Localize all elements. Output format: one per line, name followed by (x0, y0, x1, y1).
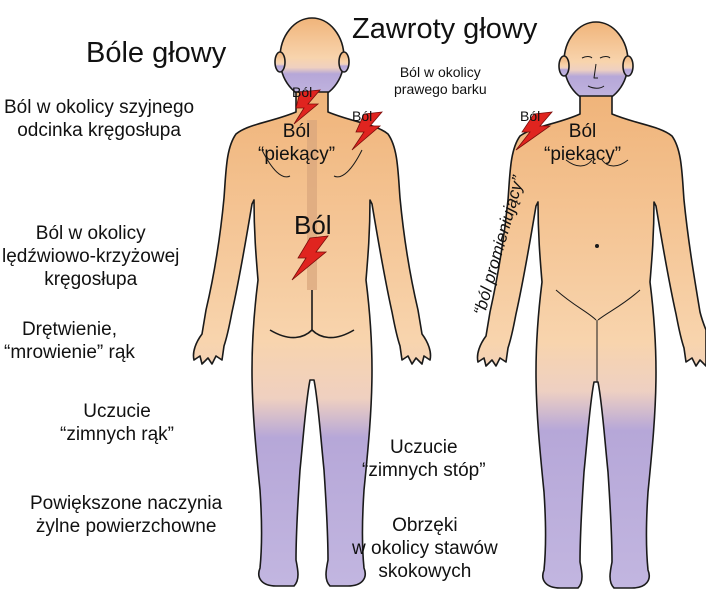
front-bol-shoulder: Ból (520, 108, 540, 125)
back-figure (193, 18, 430, 586)
front-body (477, 96, 706, 588)
front-head (564, 22, 628, 102)
back-bol-lower: Ból (294, 210, 332, 242)
label-zimne-rece: Uczucie “zimnych rąk” (60, 400, 174, 446)
front-figure (477, 22, 706, 588)
label-obrzeki: Obrzęki w okolicy stawów skokowych (352, 514, 498, 584)
label-zawroty-glowy: Zawroty głowy (352, 12, 537, 47)
back-bol-piekacy: Ból “piekący” (258, 120, 335, 166)
front-bol-piekacy: Ból “piekący” (544, 120, 621, 166)
label-bole-glowy: Bóle głowy (86, 36, 226, 71)
label-dretwienie: Drętwienie, “mrowienie” rąk (4, 318, 135, 364)
label-bol-szyjny: Ból w okolicy szyjnego odcinka kręgosłup… (4, 96, 194, 142)
back-bol-neck: Ból (292, 84, 312, 101)
label-bol-ledzwiowy: Ból w okolicy lędźwiowo-krzyżowej kręgos… (2, 222, 179, 292)
label-naczynia: Powiększone naczynia żylne powierzchowne (30, 492, 222, 538)
label-bol-barku: Ból w okolicy prawego barku (394, 64, 487, 98)
label-zimne-stopy: Uczucie “zimnych stóp” (362, 436, 486, 482)
back-bol-shoulder: Ból (352, 108, 372, 125)
